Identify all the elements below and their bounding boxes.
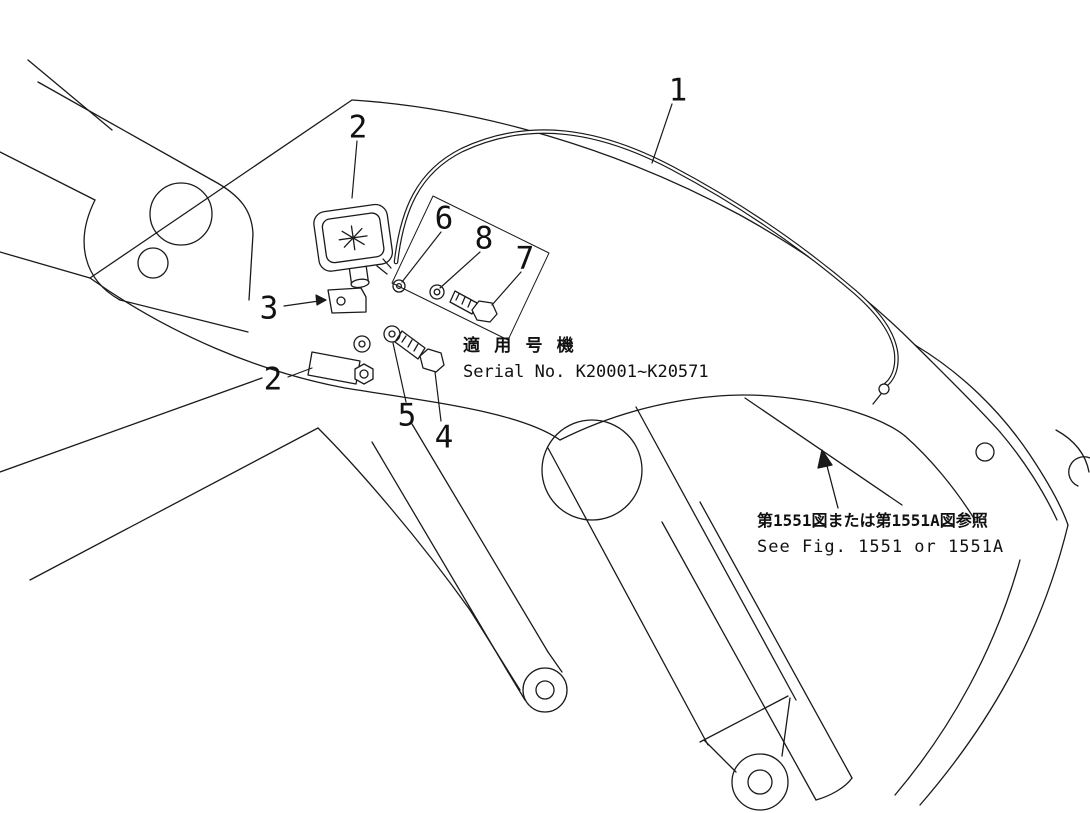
boom-outline: [0, 99, 1001, 691]
work-lamp: [313, 203, 394, 289]
serial-applicability-note: 適 用 号 機 Serial No. K20001~K20571: [463, 334, 709, 385]
reference-arrow: [817, 449, 839, 509]
bolt-7: [449, 290, 498, 323]
callout-4: 4: [434, 419, 454, 456]
washer-6: [392, 279, 406, 293]
figure-reference-note: 第1551図または第1551A図参照 See Fig. 1551 or 1551…: [757, 509, 1004, 560]
right-arm: [894, 344, 1090, 806]
callout-6: 6: [434, 200, 454, 237]
link-rods: [371, 423, 853, 801]
callout-7: 7: [515, 240, 535, 277]
callout-1: 1: [668, 72, 688, 109]
washer-stack: [353, 335, 374, 385]
wiring-harness: [376, 129, 899, 389]
lamp-asterisk-icon: [338, 225, 368, 251]
callout-3: 3: [259, 290, 279, 327]
callout-5: 5: [397, 397, 417, 434]
figure-reference-jp: 第1551図または第1551A図参照: [757, 511, 988, 530]
bolt-4: [394, 330, 445, 373]
detail-region: [391, 195, 550, 341]
washer-5: [383, 325, 401, 343]
serial-note-jp: 適 用 号 機: [463, 336, 576, 356]
washer-8: [429, 284, 445, 300]
hydraulic-cylinder: [541, 406, 797, 811]
serial-note-en: Serial No. K20001~K20571: [463, 361, 709, 382]
callout-2-top: 2: [348, 109, 368, 146]
callout-2-bottom: 2: [263, 361, 283, 398]
spacer-plate-2: [307, 351, 361, 385]
callout-8: 8: [474, 220, 494, 257]
mounting-bracket-3: [327, 287, 367, 314]
leader-lines: [283, 103, 673, 422]
boom-left-clevis: [0, 59, 254, 333]
harness-connector: [872, 383, 890, 405]
figure-reference-en: See Fig. 1551 or 1551A: [757, 536, 1005, 557]
